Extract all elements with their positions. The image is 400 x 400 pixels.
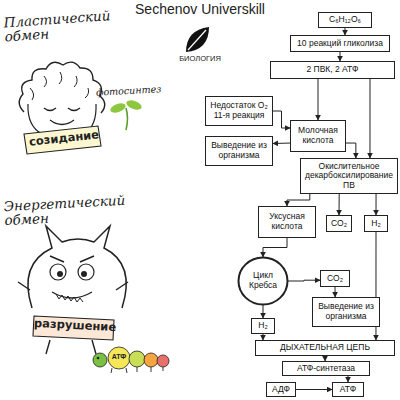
box-text: C₆H₁₂O₆ (329, 15, 361, 25)
process-box: АТФ-синтетаза (282, 361, 370, 376)
flow-arrow (296, 389, 332, 390)
logo-caption: БИОЛОГИЯ (168, 55, 232, 63)
handwritten-note: фотосинтез (96, 84, 160, 97)
process-box: АТФ (332, 382, 364, 397)
cycle-circle: Цикл Кребса (238, 257, 288, 305)
banner (33, 316, 114, 340)
flow-arrow (369, 79, 370, 158)
caterpillar-segment (144, 353, 158, 367)
flow-arrow (335, 287, 336, 297)
process-box: CO₂ (320, 270, 350, 287)
flow-arrow (263, 305, 264, 318)
box-text: CO₂ (327, 274, 343, 284)
box-text: 10 реакций гликолиза (297, 39, 383, 49)
sprout-leaf (109, 102, 127, 115)
process-box: Молочная кислота (290, 120, 346, 152)
closed-eyes (44, 108, 80, 111)
handwritten-heading: Энергетический обмен (3, 193, 124, 228)
caterpillar-segment (129, 351, 145, 367)
flow-arrow (318, 79, 319, 120)
flow-arrow (346, 143, 356, 158)
monster-pupil (57, 271, 63, 277)
box-text: АДФ (272, 385, 290, 395)
box-text: H₂ (258, 321, 267, 331)
flow-arrow (339, 194, 340, 215)
box-text: 2 ПВК, 2 АТФ (306, 65, 358, 75)
flow-arrow (273, 111, 290, 128)
monster-eye (78, 264, 94, 280)
caterpillar-segment (108, 347, 130, 369)
process-box: C₆H₁₂O₆ (318, 12, 372, 28)
box-text: Выведение из организма (209, 141, 269, 160)
process-box: 10 реакций гликолиза (290, 35, 390, 52)
hair-scribble (19, 62, 105, 113)
box-text: Уксусная кислота (262, 212, 312, 231)
process-box: Недостаток O₂ 11-я реакция (205, 96, 273, 126)
box-text: Выведение из организма (316, 302, 376, 321)
box-text: H₂ (371, 219, 380, 229)
process-box: АДФ (266, 382, 296, 397)
box-text: АТФ-синтетаза (297, 364, 355, 374)
caterpillar-segment (157, 355, 169, 367)
flow-arrow (273, 143, 290, 144)
circle-outline (239, 257, 288, 304)
caterpillar-legs (111, 367, 163, 373)
box-text: Цикл Кребса (241, 271, 285, 290)
monster-arms (18, 282, 128, 290)
caterpillar-eye (97, 357, 100, 360)
process-box: 2 ПВК, 2 АТФ (270, 61, 395, 79)
box-text: Окислительное декарбоксилирование ПВ (304, 162, 394, 191)
handwritten-heading: Пластический обмен (3, 9, 105, 44)
process-box: H₂ (364, 215, 388, 232)
monster-eye (50, 264, 66, 280)
process-box: Выведение из организма (205, 136, 273, 166)
monster-legs (46, 340, 96, 354)
box-text: Молочная кислота (294, 126, 342, 145)
monster-teeth (56, 294, 83, 302)
flow-arrow (287, 194, 310, 206)
sprout-stem (126, 108, 128, 130)
process-box: H₂ (251, 318, 275, 334)
process-box: Выведение из организма (312, 297, 380, 327)
flow-arrow (376, 194, 377, 215)
atp-segment-label: АТФ (107, 353, 131, 360)
process-box: Окислительное декарбоксилирование ПВ (300, 158, 398, 194)
hair-curls (30, 72, 89, 100)
process-box: CO₂ (326, 215, 352, 232)
caterpillar-segment (93, 353, 107, 367)
monster-body (28, 226, 126, 308)
smile (50, 120, 74, 125)
flow-arrow (340, 52, 341, 61)
flow-arrow (263, 238, 287, 257)
leaf-logo (186, 27, 209, 52)
process-box: ДЫХАТЕЛЬНАЯ ЦЕПЬ (255, 340, 395, 356)
angry-brows (50, 256, 94, 262)
process-box: Уксусная кислота (258, 206, 316, 238)
monster-pupil (81, 271, 87, 277)
leaf-vein (188, 30, 206, 50)
flow-arrow (288, 280, 320, 282)
sprout-leaf (125, 99, 143, 112)
box-text: АТФ (340, 385, 356, 395)
flow-arrow (345, 28, 346, 35)
box-text: ДЫХАТЕЛЬНАЯ ЦЕПЬ (280, 343, 370, 353)
box-text: Недостаток O₂ 11-я реакция (209, 101, 269, 120)
box-text: CO₂ (331, 219, 347, 229)
